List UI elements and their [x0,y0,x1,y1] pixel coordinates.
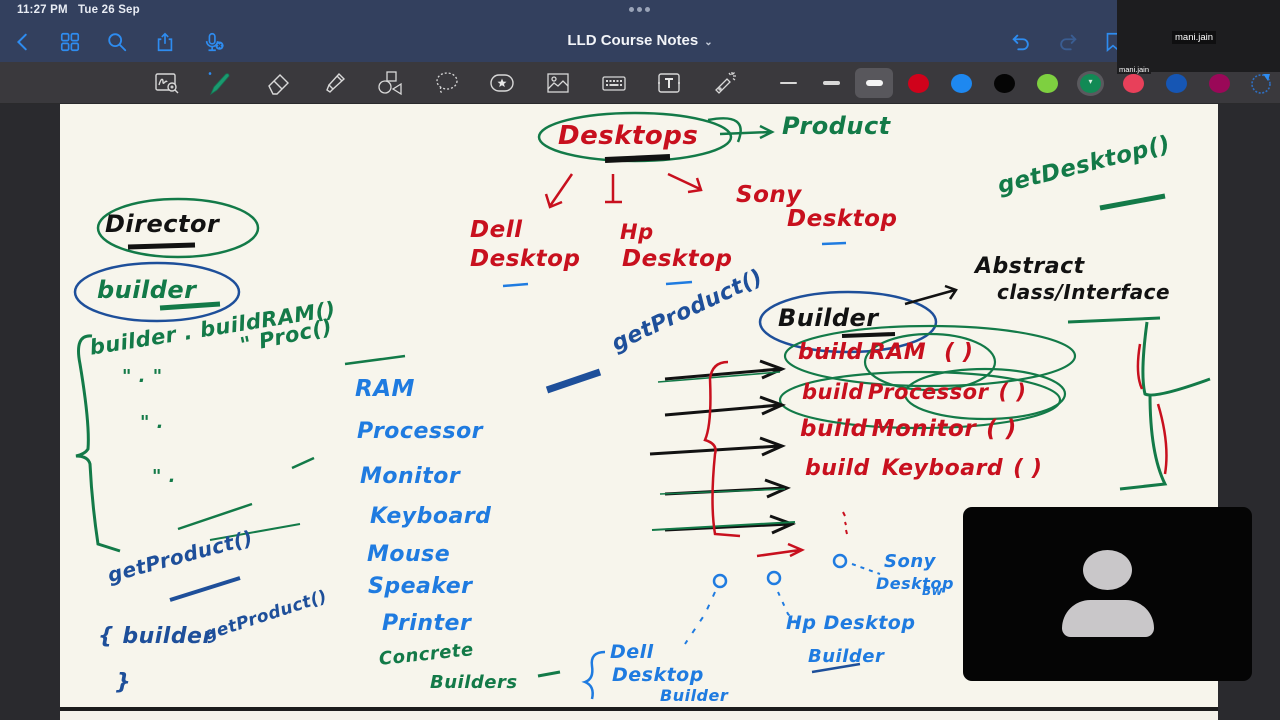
hp-label: Hp [620,220,654,244]
sony-label: Sony [736,182,802,208]
hp-builder-line2: Builder [808,646,885,667]
status-time-date: 11:27 PM Tue 26 Sep [17,4,140,16]
ditto-call-1: " . " [122,366,163,387]
hp-builder-line1: Hp Desktop [786,612,916,634]
product-desktops-label: Desktops [558,121,699,151]
lasso-icon[interactable] [430,68,464,98]
text-box-icon[interactable] [652,68,686,98]
highlighter-icon[interactable] [318,68,352,98]
concrete-label: Concrete [378,639,475,670]
sony-builder-line1: Sony [884,551,936,572]
builder-get-product-call: getProduct() [202,586,330,646]
get-desktop-label: getDesktop() [995,131,1174,200]
dell-label: Dell [470,217,523,243]
user-placeholder-body-icon [1062,600,1154,637]
participant-video-tile[interactable] [963,507,1252,681]
class-interface-label: class/Interface [997,280,1171,304]
title-chevron-icon: ⌄ [704,37,713,48]
chevron-down-icon: ▾ [1088,77,1093,86]
part-printer: Printer [382,611,472,636]
builder-interface-label: Builder [778,304,879,332]
document-title-button[interactable]: LLD Course Notes ⌄ [567,32,712,49]
dell-builder-line2: Desktop [612,664,704,686]
color-swatch-dark-blue[interactable] [1166,74,1187,93]
hp-desktop-label: Desktop [622,246,733,272]
color-swatch-maroon[interactable] [1209,74,1230,93]
dell-builder-line3: Builder [660,686,729,705]
sony-desktop-label: Desktop [787,206,898,232]
part-mouse: Mouse [367,542,451,567]
participant-name-label: mani.jain [1172,31,1217,44]
color-swatch-black[interactable] [994,74,1015,93]
get-product-arrow-label: getProduct() [608,264,767,357]
color-swatch-red[interactable] [908,74,929,93]
builder-ref-label: builder [97,276,197,304]
redo-icon[interactable] [1056,30,1080,54]
color-swatch-blue[interactable] [951,74,972,93]
part-ram: RAM [355,376,415,402]
back-chevron-icon[interactable] [11,30,35,54]
product-label: Product [782,112,891,140]
get-product-body-close: } [115,670,132,695]
ditto-call-3: " . [152,466,176,487]
director-get-product-method: getProduct() [105,525,256,588]
builders-label: Builders [430,672,518,693]
ditto-call-2: " . [140,412,164,433]
color-swatch-pink-red[interactable] [1123,74,1144,93]
director-label: Director [105,210,220,238]
dell-desktop-label: Desktop [470,246,581,272]
part-monitor: Monitor [360,464,461,489]
part-speaker: Speaker [368,574,473,599]
color-swatch-lime[interactable] [1037,74,1058,93]
microphone-muted-icon[interactable] [202,30,226,54]
top-navigation-bar: 11:27 PM Tue 26 Sep LLD Course Notes ⌄ [0,0,1280,62]
clock-date: Tue 26 Sep [78,4,140,16]
bookmark-icon[interactable] [1101,30,1125,54]
fountain-pen-icon[interactable] [203,68,237,98]
multitasking-handle[interactable] [629,7,650,12]
drawing-toolbar: ▾ [0,62,1280,104]
search-icon[interactable] [105,30,129,54]
user-placeholder-avatar-icon [1083,550,1132,590]
stroke-thin-option[interactable] [769,68,807,98]
get-product-body-open: { builder [98,624,214,649]
page-separator-handle [470,707,808,713]
share-icon[interactable] [153,30,177,54]
part-processor: Processor [357,419,484,444]
document-title: LLD Course Notes ⌄ [0,32,1280,49]
color-swatch-green-selected[interactable]: ▾ [1080,74,1101,93]
abstract-label: Abstract [975,254,1085,279]
stroke-thick-option[interactable] [855,68,893,98]
shapes-icon[interactable] [373,68,407,98]
eraser-icon[interactable] [262,68,296,98]
keyboard-icon[interactable] [597,68,631,98]
next-page[interactable] [60,711,1218,720]
clock-time: 11:27 PM [17,4,68,16]
star-sticker-icon[interactable] [485,68,519,98]
sony-builder-line3: Bw [922,584,944,598]
participant-name-tag: mani.jain [1117,65,1152,74]
color-picker-wheel-icon[interactable] [1244,68,1278,98]
zoom-window-icon[interactable] [150,68,184,98]
document-title-text: LLD Course Notes [567,32,699,49]
sony-builder-line2: Desktop [876,574,954,593]
part-keyboard: Keyboard [370,504,492,529]
laser-pointer-icon[interactable] [708,68,742,98]
undo-icon[interactable] [1009,30,1033,54]
stroke-medium-option[interactable] [812,68,850,98]
thumbnails-grid-icon[interactable] [58,30,82,54]
image-icon[interactable] [541,68,575,98]
dell-builder-line1: Dell [610,641,654,663]
